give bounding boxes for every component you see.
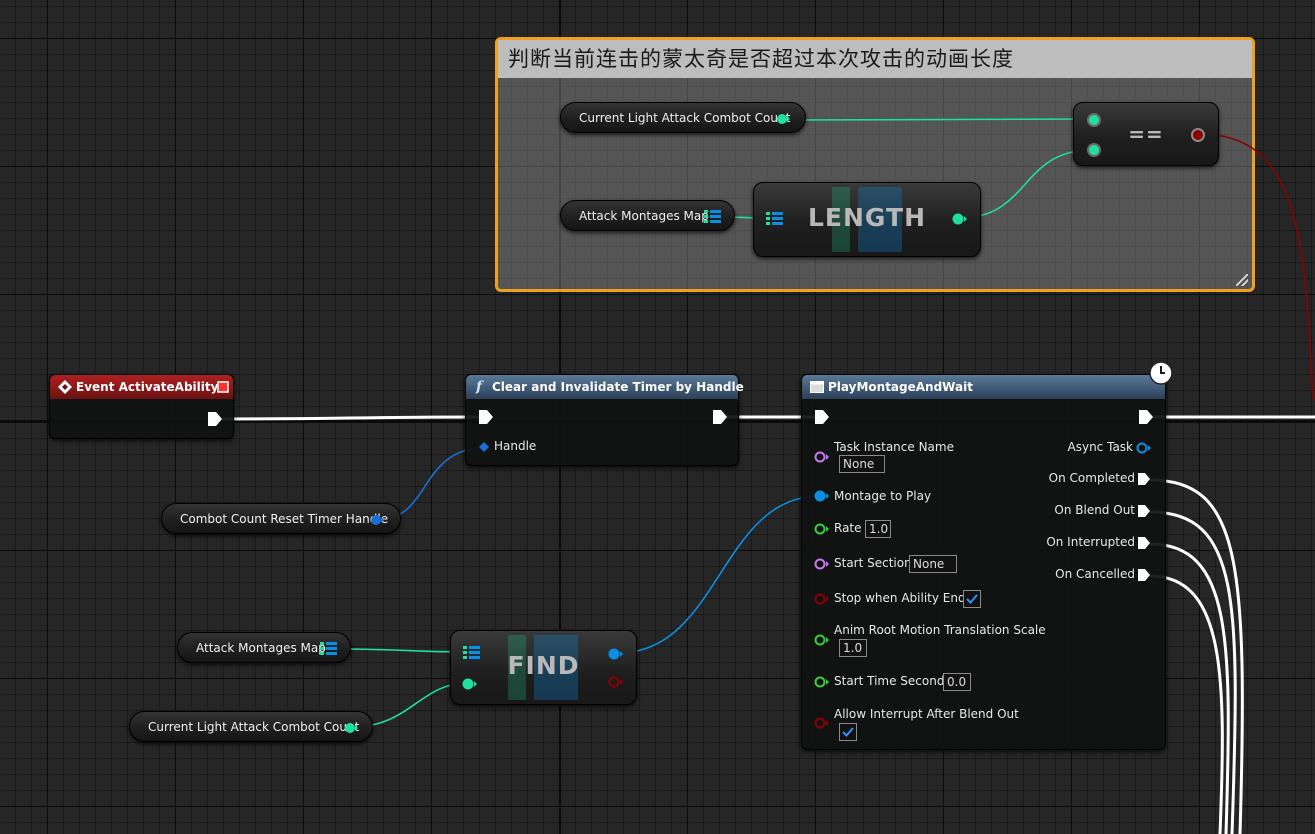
int-pin-out[interactable] [344,722,358,734]
bool-pin-in[interactable] [814,592,830,606]
bool-pin-in[interactable] [814,716,830,730]
on-blend-out-label: On Blend Out [1054,503,1135,517]
find-title: FIND [507,651,580,680]
var-current-combo-count-top[interactable]: Current Light Attack Combot Count [560,102,806,133]
float-pin-in[interactable] [814,633,830,647]
map-grid-icon[interactable] [463,645,481,661]
stop-when-ability-ends-label: Stop when Ability Ends [834,591,972,605]
bool-pin-out[interactable] [608,675,624,689]
exec-out-pin[interactable] [1138,409,1154,425]
int-pin-in-a[interactable] [1086,112,1102,128]
event-activate-ability-node[interactable]: Event ActivateAbility [49,374,234,439]
exec-out-pin[interactable] [1137,472,1151,486]
handle-label: Handle [494,439,537,453]
event-header: Event ActivateAbility [50,375,233,399]
async-task-label: Async Task [1067,440,1133,454]
function-f-icon: f [476,379,483,395]
exec-out-pin[interactable] [712,409,728,425]
latent-function-header: PlayMontageAndWait [802,375,1165,399]
float-pin-in[interactable] [814,522,830,536]
handle-pin-out[interactable] [370,514,384,526]
check-icon [966,594,978,604]
var-combo-reset-timer-handle[interactable]: Combot Count Reset Timer Handle [161,503,401,534]
map-grid-icon[interactable] [704,209,722,225]
map-grid-icon[interactable] [320,641,338,657]
exec-in-pin[interactable] [814,409,830,425]
var-label: Current Light Attack Combot Count [579,111,791,125]
name-pin-in[interactable] [814,450,830,464]
rate-label: Rate [834,521,862,535]
on-cancelled-label: On Cancelled [1055,567,1135,581]
on-completed-label: On Completed [1048,471,1135,485]
exec-out-pin[interactable] [1137,536,1151,550]
task-instance-name-label: Task Instance Name [834,440,954,454]
start-section-label: Start Section [834,556,912,570]
play-montage-and-wait-node[interactable]: PlayMontageAndWait Task Instance Name No… [801,361,1173,750]
on-interrupted-label: On Interrupted [1046,535,1135,549]
event-diamond-icon [58,380,72,394]
object-pin-out[interactable] [608,647,624,661]
start-section-field[interactable]: None [909,555,957,573]
exec-in-pin[interactable] [478,409,494,425]
int-pin-out[interactable] [776,113,790,125]
object-wire-find-to-montage [617,495,821,654]
stop-when-ability-ends-checkbox[interactable] [963,590,981,608]
delegate-pin-icon[interactable] [217,381,229,393]
length-title: LENGTH [808,203,926,232]
event-title: Event ActivateAbility [76,380,219,394]
var-label: Attack Montages Map [196,641,326,655]
exec-out-pin[interactable] [207,411,223,427]
var-label: Attack Montages Map [579,209,709,223]
rate-field[interactable]: 1.0 [865,520,891,538]
comment-title[interactable]: 判断当前连击的蒙太奇是否超过本次攻击的动画长度 [498,40,1252,78]
equal-title: == [1128,122,1164,146]
object-pin-in[interactable] [814,489,830,503]
task-instance-name-field[interactable]: None [839,455,885,473]
length-node[interactable]: LENGTH [753,182,981,257]
handle-pin-in[interactable] [479,442,489,452]
async-task-pin-out[interactable] [1136,441,1152,455]
montage-to-play-label: Montage to Play [834,489,932,503]
exec-out-pin[interactable] [1137,568,1151,582]
map-grid-icon[interactable] [766,211,784,227]
find-node-decoration [508,635,526,700]
length-node-decoration [858,187,902,252]
function-header: f Clear and Invalidate Timer by Handle [466,375,744,399]
length-node-decoration [832,187,850,252]
int-pin-out[interactable] [952,212,968,226]
allow-interrupt-label: Allow Interrupt After Blend Out [834,707,1019,721]
clear-invalidate-timer-node[interactable]: f Clear and Invalidate Timer by Handle H… [465,374,744,466]
anim-root-motion-label: Anim Root Motion Translation Scale [834,623,1046,637]
var-attack-montages-map-bottom[interactable]: Attack Montages Map [177,632,351,663]
anim-root-motion-field[interactable]: 1.0 [839,639,867,657]
int-pin-in-b[interactable] [1086,142,1102,158]
name-pin-in[interactable] [814,557,830,571]
clock-icon [1149,361,1173,385]
start-time-seconds-field[interactable]: 0.0 [943,673,971,691]
var-current-combo-count-bottom[interactable]: Current Light Attack Combot Count [129,711,373,742]
find-node[interactable]: FIND [450,630,637,705]
check-icon [842,727,854,737]
function-title: Clear and Invalidate Timer by Handle [492,380,744,394]
exec-out-pin[interactable] [1137,504,1151,518]
start-time-seconds-label: Start Time Seconds [834,674,951,688]
find-node-decoration [534,635,578,700]
function-node-icon [810,381,824,393]
allow-interrupt-checkbox[interactable] [839,723,857,741]
resize-grip-icon[interactable] [1236,274,1248,286]
function-title: PlayMontageAndWait [828,380,973,394]
float-pin-in[interactable] [814,675,830,689]
bool-pin-out[interactable] [1190,127,1206,143]
exec-wire-event-to-clear [221,415,485,421]
int-pin-in[interactable] [462,677,478,691]
var-label: Combot Count Reset Timer Handle [180,512,389,526]
var-attack-montages-map-top[interactable]: Attack Montages Map [560,200,735,231]
equal-node[interactable]: == [1073,102,1219,166]
var-label: Current Light Attack Combot Count [148,720,360,734]
